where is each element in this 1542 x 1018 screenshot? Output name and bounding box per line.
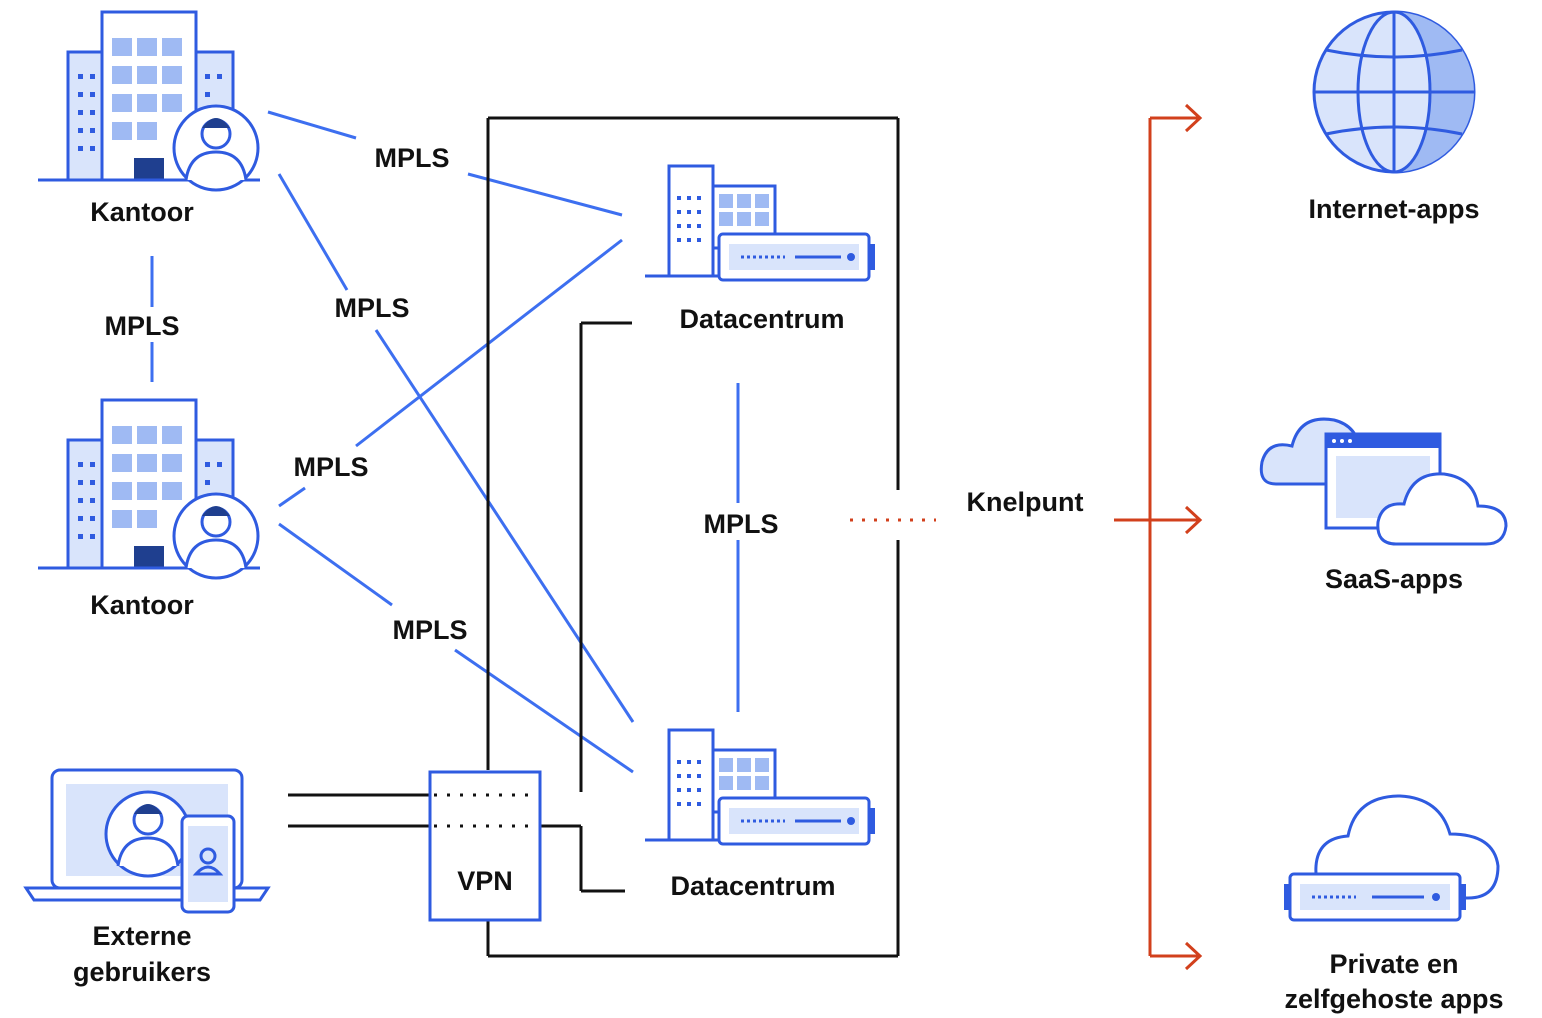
office-icon	[38, 10, 260, 192]
external-users-label-2: gebruikers	[73, 957, 211, 987]
office-top-label: Kantoor	[90, 197, 194, 227]
mpls-label: MPLS	[392, 615, 467, 645]
bottleneck-label: Knelpunt	[967, 487, 1084, 517]
saas-apps-label: SaaS-apps	[1325, 564, 1463, 594]
dc-bottom-label: Datacentrum	[670, 871, 835, 901]
globe-icon	[1312, 10, 1476, 174]
mpls-label: MPLS	[334, 293, 409, 323]
cloud-server-icon	[1284, 794, 1500, 922]
vpn-label: VPN	[457, 866, 513, 896]
mpls-links	[150, 110, 740, 774]
private-apps-label-1: Private en	[1329, 949, 1458, 979]
vpn-gateway: VPN	[428, 770, 542, 922]
mpls-label: MPLS	[703, 509, 778, 539]
mpls-label: MPLS	[293, 452, 368, 482]
mpls-label: MPLS	[374, 143, 449, 173]
cloud-browser-icon	[1259, 417, 1508, 546]
datacenter-icon	[645, 728, 875, 846]
external-users-label-1: Externe	[92, 921, 191, 951]
private-apps-label-2: zelfgehoste apps	[1284, 984, 1503, 1014]
datacenter-icon	[645, 164, 875, 282]
datacenter-frame	[288, 116, 900, 958]
mpls-label: MPLS	[104, 311, 179, 341]
laptop-and-phone-icon	[23, 768, 271, 914]
office-mid-label: Kantoor	[90, 590, 194, 620]
internet-apps-label: Internet-apps	[1308, 194, 1479, 224]
dc-top-label: Datacentrum	[679, 304, 844, 334]
bottleneck: Knelpunt	[850, 103, 1203, 971]
office-icon	[38, 398, 260, 580]
